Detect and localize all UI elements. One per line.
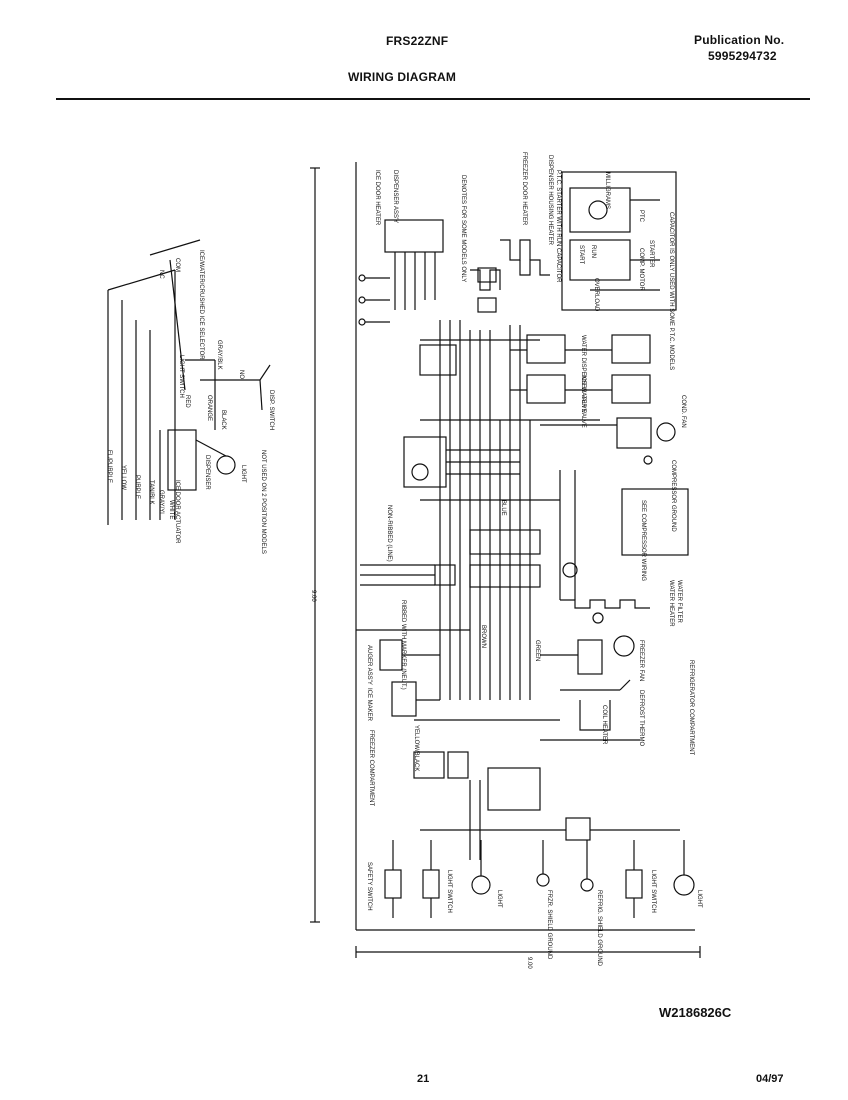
page-number: 21 — [417, 1073, 430, 1085]
label-tan-blk: TAN/BLK — [148, 480, 154, 505]
label-yellow-black: YELLOW/BLACK — [413, 725, 419, 771]
dispenser-area — [358, 219, 550, 326]
label-light-switch-2: LIGHT SWITCH — [650, 870, 656, 913]
label-light-switch: LIGHT SWITCH — [446, 870, 452, 913]
freezer-fan — [540, 635, 635, 675]
label-ice-water-crushed: ICE/WATER/CRUSHED ICE SELECTOR — [198, 250, 204, 360]
valves — [509, 325, 651, 420]
label-gray-yl: GRAY/YL — [158, 490, 164, 516]
label-yellow: YELLOW — [120, 465, 126, 490]
lower-switch-boxes — [413, 719, 560, 860]
label-green: GREEN — [534, 640, 540, 661]
label-light-2: LIGHT — [696, 890, 702, 908]
label-freezer-door-heater: FREEZER DOOR HEATER — [521, 152, 527, 226]
water-heater — [560, 599, 650, 624]
label-start: START — [578, 245, 584, 264]
selector-switch-inset — [107, 239, 271, 525]
label-disp-switch: DISP. SWITCH — [268, 390, 274, 430]
label-refrig-shield: REFRIG. SHIELD GROUND — [596, 890, 602, 967]
label-ptc-starter: P.T.C. STARTER WITH RUN CAPACITOR — [555, 170, 561, 283]
label-water-dispenser-valve: WATER DISPENSER VALVE — [580, 335, 586, 412]
label-ice-water-valve: ICE WATER VALVE — [580, 375, 586, 428]
label-comp-ground: COMPRESSOR GROUND — [670, 460, 676, 532]
dimension-bottom: 9.00 — [526, 957, 532, 969]
label-water-heater: WATER HEATER — [668, 580, 674, 627]
label-ribbed: RIBBED WITH MARKER (NEUT.) — [400, 600, 406, 690]
label-safety-switch: SAFETY SWITCH — [366, 862, 372, 911]
label-freezer-fan: FREEZER FAN — [638, 640, 644, 681]
coil-heater-area — [540, 679, 640, 741]
label-light-switch-3: LIGHT SWITCH — [178, 355, 184, 398]
label-ice-maker: ICE MAKER — [366, 688, 372, 722]
label-dispenser-heater: DISPENSER HOUSING HEATER — [547, 155, 553, 246]
label-light: LIGHT — [496, 890, 502, 908]
label-com-top: COM — [174, 258, 180, 272]
label-not-used: NOT USED ON 2 POSITION MODELS — [260, 450, 266, 554]
label-water-filter: WATER FILTER — [676, 580, 682, 624]
label-white: WHITE — [168, 500, 174, 519]
main-frame — [310, 162, 701, 958]
label-brown: BROWN — [480, 625, 486, 648]
label-milligrams: MILLIGRAMS — [604, 172, 610, 209]
auger-icemaker — [379, 639, 440, 717]
label-purple: PURPLE — [134, 475, 140, 499]
label-comp-motor: COMP. MOTOR — [638, 248, 644, 291]
label-ptc: PTC — [638, 210, 644, 223]
label-starter: STARTER — [648, 240, 654, 268]
label-dispenser: DISPENSER — [204, 455, 210, 490]
label-denotes-for: DENOTES FOR SOME MODELS ONLY — [460, 175, 466, 282]
label-freezer-compartment: FREEZER COMPARTMENT — [368, 730, 374, 806]
label-dispenser-assy: DISPENSER ASS'Y — [392, 170, 398, 223]
condenser-fan — [540, 417, 676, 465]
label-capacitor-note: CAPACITOR IS ONLY USED WITH SOME P.T.C. … — [668, 212, 674, 370]
label-black: BLACK — [220, 410, 226, 430]
label-blue: BLUE — [500, 500, 506, 516]
dimension-left: 9.00 — [310, 590, 316, 602]
label-defrost-thermo: DEFROST THERMO — [638, 690, 644, 746]
main-harness — [360, 320, 600, 700]
revision-date: 04/97 — [756, 1073, 784, 1085]
label-frzr-shield: FRZR. SHIELD GROUND — [546, 890, 552, 960]
label-ice-door-actuator: ICE DOOR ACTUATOR — [174, 480, 180, 544]
label-light-3: LIGHT — [240, 465, 246, 483]
label-run: RUN — [590, 245, 596, 258]
compressor-starter-box — [561, 171, 677, 311]
label-see-compressor: SEE COMPRESSOR WIRING — [640, 500, 646, 581]
label-gray-blk: GRAY/BLK — [216, 340, 222, 370]
bottom-connector — [420, 817, 680, 841]
label-nc: NC — [158, 270, 164, 279]
compressor-wiring-box — [559, 470, 689, 600]
header-rule — [56, 98, 810, 100]
label-coil-heater: COIL HEATER — [601, 705, 607, 745]
label-no: NO — [238, 370, 244, 379]
label-red: RED — [184, 395, 190, 408]
bottom-components — [384, 840, 695, 918]
label-orange: ORANGE — [206, 395, 212, 421]
model-number: FRS22ZNF — [386, 34, 449, 48]
label-refrigerator-compartment: REFRIGERATOR COMPARTMENT — [688, 660, 694, 756]
label-auger-assy: AUGER ASS'Y — [366, 645, 372, 685]
label-el-purple: EL/PURPLE — [106, 450, 112, 483]
label-cond-fan: COND. FAN — [680, 395, 686, 428]
label-ice-door-heater: ICE DOOR HEATER — [374, 170, 380, 226]
diagram-title: WIRING DIAGRAM — [348, 70, 457, 84]
publication-number: 5995294732 — [708, 49, 777, 63]
timer-box — [403, 436, 520, 488]
document-code: W2186826C — [659, 1005, 732, 1020]
label-non-ribbed: NON-RIBBED (LINE) — [386, 505, 392, 562]
publication-label: Publication No. — [694, 33, 785, 47]
label-overload: OVERLOAD — [593, 278, 599, 312]
